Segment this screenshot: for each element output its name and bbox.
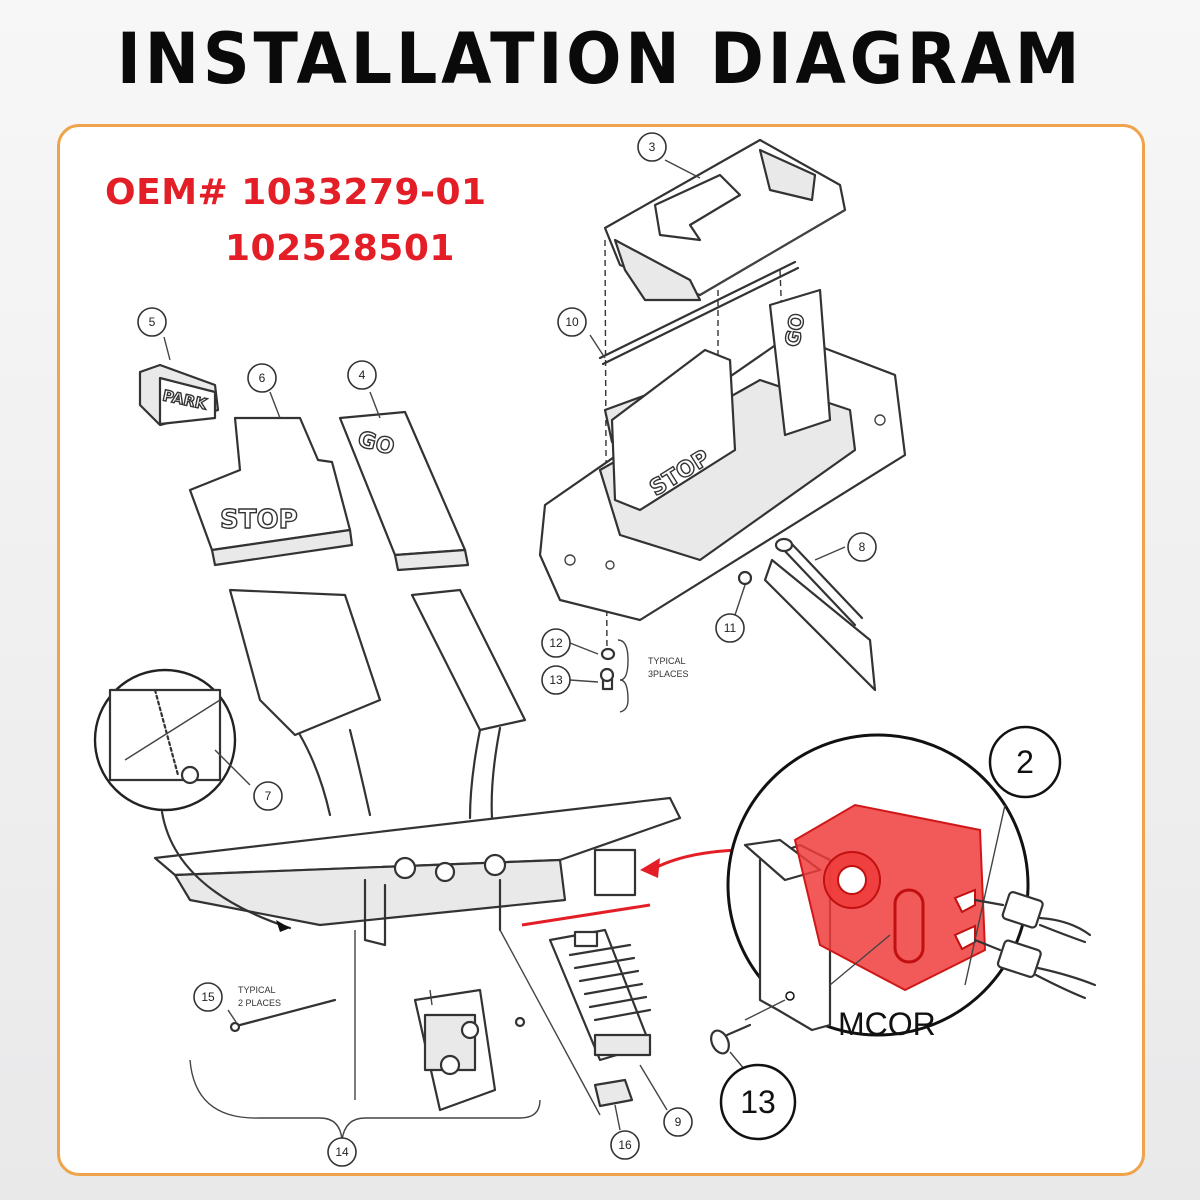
svg-text:11: 11 [724,621,737,635]
fasteners-12-13 [599,639,629,713]
callout-11: 11 [715,613,745,643]
cover-part-3 [603,138,847,302]
go-pad-part-4: GO [338,410,470,572]
callout-3: 3 [637,132,667,162]
svg-text:8: 8 [859,540,866,554]
callout-4: 4 [347,360,377,390]
park-cap-part-5: PARK [138,363,220,427]
spring-assembly-part-9 [548,928,652,1062]
stop-pedal-assembled: STOP [603,348,737,512]
svg-text:7: 7 [265,789,272,803]
pedal-bracket-assembly [153,588,682,947]
callout-12: 12 [541,628,571,658]
svg-text:16: 16 [618,1138,632,1152]
callout-6: 6 [247,363,277,393]
lower-bracket-part-14 [413,988,497,1112]
nut-part-11 [737,570,753,586]
svg-text:10: 10 [565,315,579,329]
callout-15: 15 [193,982,223,1012]
leader-lines [163,159,846,1141]
callout-16: 16 [610,1130,640,1160]
svg-text:12: 12 [549,636,563,650]
go-pedal-assembled: GO [768,288,832,437]
callout-13-large: 13 [719,1063,797,1141]
bolt-part-8 [763,537,877,692]
callout-14: 14 [327,1137,357,1167]
arrow-head [640,858,660,878]
go-label-assembled: GO [780,312,809,349]
callout-8: 8 [847,532,877,562]
typical-2-line1: TYPICAL [238,985,276,995]
callout-7: 7 [253,781,283,811]
rod-part-10 [598,260,800,366]
page-title: INSTALLATION DIAGRAM [116,18,1084,100]
mcor-inset: MCOR [726,733,1030,1042]
typical-2-line2: 2 PLACES [238,998,281,1008]
oem-number-secondary: 102528501 [225,228,455,269]
screw-13-inset [710,1023,752,1071]
svg-text:2: 2 [1016,744,1034,780]
callout-9: 9 [663,1107,693,1137]
stop-label-pad: STOP [220,505,298,535]
svg-text:9: 9 [675,1115,682,1129]
svg-text:15: 15 [201,990,215,1004]
svg-text:4: 4 [359,368,366,382]
callout-10: 10 [557,307,587,337]
svg-text:6: 6 [259,371,266,385]
svg-text:14: 14 [335,1145,349,1159]
stop-pad-part-6: STOP [188,416,354,567]
wire-connectors [973,891,1097,1000]
typical-3-line2: 3PLACES [648,669,689,679]
svg-text:13: 13 [740,1084,776,1120]
svg-text:13: 13 [549,673,563,687]
pin-part-15 [229,998,526,1033]
highlight-underline [521,903,651,927]
callout-2: 2 [988,725,1062,799]
typical-3-line1: TYPICAL [648,656,686,666]
callout-13: 13 [541,665,571,695]
callout-5: 5 [137,307,167,337]
svg-text:3: 3 [649,140,656,154]
clip-part-16 [593,1078,634,1108]
spring-detail-inset-7 [93,668,292,932]
svg-text:5: 5 [149,315,156,329]
oem-number-primary: OEM# 1033279-01 [105,172,487,213]
mcor-label: MCOR [838,1006,936,1042]
